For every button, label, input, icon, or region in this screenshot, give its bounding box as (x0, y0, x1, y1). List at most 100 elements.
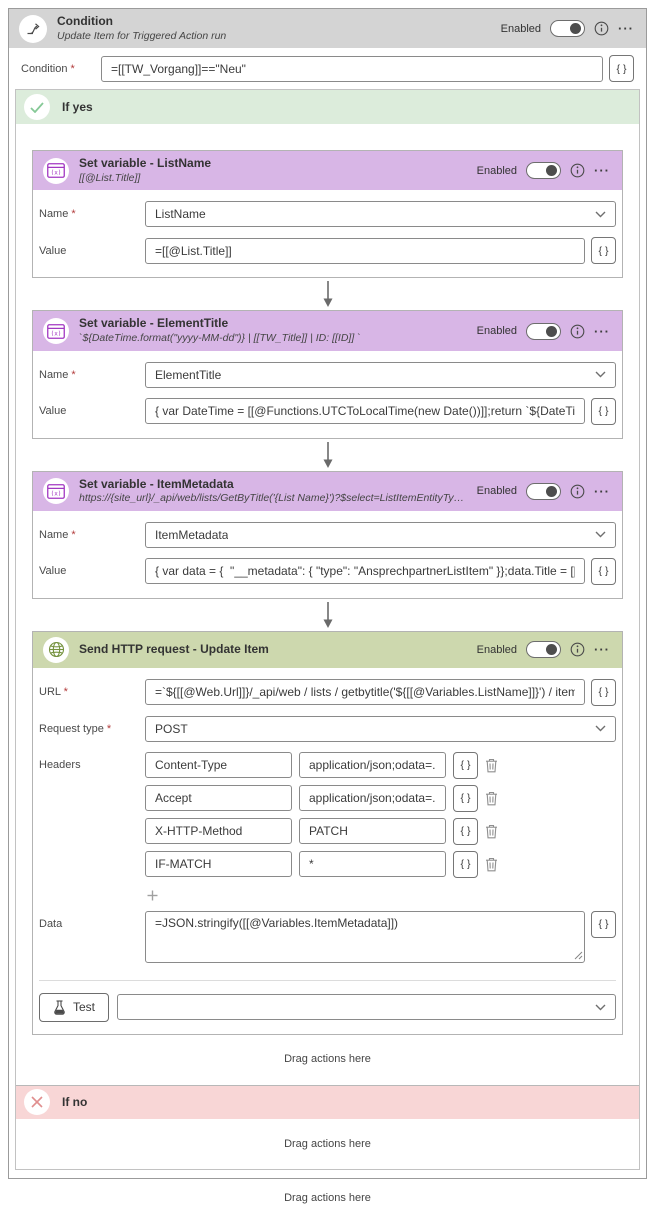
send-http-request-card: Send HTTP request - Update Item Enabled … (32, 631, 623, 1035)
drag-hint: Drag actions here (284, 1053, 371, 1065)
set-variable-header: (x) Set variable - ElementTitle `${DateT… (33, 311, 622, 350)
data-expression-button[interactable]: { } (591, 911, 616, 938)
condition-expression-button[interactable]: { } (609, 55, 634, 82)
chevron-down-icon (595, 211, 606, 218)
request-type-label: Request type * (39, 723, 139, 735)
value-label: Value (39, 405, 139, 417)
chevron-down-icon (595, 371, 606, 378)
header-row: { } (145, 785, 616, 812)
resize-handle[interactable] (574, 951, 583, 960)
request-type-dropdown[interactable]: POST (145, 716, 616, 742)
flow-arrow (32, 278, 623, 310)
if-no-drop-zone[interactable]: Drag actions here (16, 1119, 639, 1169)
url-expression-button[interactable]: { } (591, 679, 616, 706)
if-no-bar: If no (16, 1085, 639, 1119)
action-title: Set variable - ListName (79, 156, 467, 172)
data-row: Data =JSON.stringify([[@Variables.ItemMe… (39, 906, 616, 968)
header-value-input[interactable] (299, 818, 446, 844)
header-name-input[interactable] (145, 851, 292, 877)
condition-input[interactable] (101, 56, 603, 82)
flask-icon (53, 1000, 66, 1015)
value-label: Value (39, 245, 139, 257)
enabled-toggle[interactable] (526, 162, 561, 179)
add-header-button[interactable] (147, 890, 158, 901)
header-name-input[interactable] (145, 818, 292, 844)
value-expression-button[interactable]: { } (591, 398, 616, 425)
chevron-down-icon (595, 725, 606, 732)
set-variable-elementtitle-card: (x) Set variable - ElementTitle `${DateT… (32, 310, 623, 438)
enabled-label: Enabled (477, 644, 517, 656)
more-options-icon[interactable]: ··· (594, 164, 610, 177)
delete-header-icon[interactable] (485, 758, 498, 773)
test-button[interactable]: Test (39, 993, 109, 1022)
action-title: Set variable - ElementTitle (79, 316, 467, 332)
header-name-input[interactable] (145, 785, 292, 811)
value-label: Value (39, 565, 139, 577)
if-yes-drop-zone[interactable]: Drag actions here (32, 1035, 623, 1073)
enabled-label: Enabled (477, 485, 517, 497)
header-row: { } (145, 818, 616, 845)
variable-value-input[interactable] (145, 238, 585, 264)
enabled-toggle[interactable] (550, 20, 585, 37)
header-expression-button[interactable]: { } (453, 818, 478, 845)
header-expression-button[interactable]: { } (453, 752, 478, 779)
info-icon[interactable] (570, 324, 585, 339)
data-textarea[interactable]: =JSON.stringify([[@Variables.ItemMetadat… (145, 911, 585, 963)
condition-header: Condition Update Item for Triggered Acti… (9, 9, 646, 48)
set-variable-itemmetadata-card: (x) Set variable - ItemMetadata https://… (32, 471, 623, 599)
info-icon[interactable] (570, 163, 585, 178)
more-options-icon[interactable]: ··· (594, 643, 610, 656)
info-icon[interactable] (570, 642, 585, 657)
name-label: Name * (39, 208, 139, 220)
set-variable-icon: (x) (43, 318, 69, 344)
delete-header-icon[interactable] (485, 857, 498, 872)
name-label: Name * (39, 369, 139, 381)
more-options-icon[interactable]: ··· (594, 325, 610, 338)
value-expression-button[interactable]: { } (591, 237, 616, 264)
root-drop-zone[interactable]: Drag actions here (0, 1179, 655, 1217)
variable-value-input[interactable] (145, 398, 585, 424)
header-row: { } (145, 752, 616, 779)
info-icon[interactable] (594, 21, 609, 36)
url-input[interactable] (145, 679, 585, 705)
set-variable-icon: (x) (43, 478, 69, 504)
condition-action-card: Condition Update Item for Triggered Acti… (8, 8, 647, 1179)
header-row: { } (145, 851, 616, 878)
delete-header-icon[interactable] (485, 824, 498, 839)
header-value-input[interactable] (299, 851, 446, 877)
name-label: Name * (39, 529, 139, 541)
value-expression-button[interactable]: { } (591, 558, 616, 585)
name-row: Name * ItemMetadata (39, 517, 616, 553)
svg-text:(x): (x) (51, 330, 62, 337)
page-title: Condition (57, 14, 491, 30)
info-icon[interactable] (570, 484, 585, 499)
enabled-toggle[interactable] (526, 641, 561, 658)
chevron-down-icon (595, 531, 606, 538)
variable-name-dropdown[interactable]: ItemMetadata (145, 522, 616, 548)
variable-name-dropdown[interactable]: ElementTitle (145, 362, 616, 388)
set-variable-header: (x) Set variable - ListName [[@List.Titl… (33, 151, 622, 190)
more-options-icon[interactable]: ··· (618, 22, 634, 35)
if-no-label: If no (62, 1095, 87, 1109)
check-icon (24, 94, 50, 120)
header-value-input[interactable] (299, 752, 446, 778)
test-result-dropdown[interactable] (117, 994, 616, 1020)
value-row: Value { } (39, 553, 616, 590)
enabled-toggle[interactable] (526, 323, 561, 340)
more-options-icon[interactable]: ··· (594, 485, 610, 498)
header-value-input[interactable] (299, 785, 446, 811)
condition-field-row: Condition * { } (9, 48, 646, 89)
variable-name-dropdown[interactable]: ListName (145, 201, 616, 227)
drag-hint: Drag actions here (284, 1138, 371, 1150)
if-yes-label: If yes (62, 100, 93, 114)
cross-icon (24, 1089, 50, 1115)
url-label: URL * (39, 686, 139, 698)
header-name-input[interactable] (145, 752, 292, 778)
action-title: Set variable - ItemMetadata (79, 477, 467, 493)
variable-value-input[interactable] (145, 558, 585, 584)
enabled-toggle[interactable] (526, 483, 561, 500)
header-expression-button[interactable]: { } (453, 785, 478, 812)
delete-header-icon[interactable] (485, 791, 498, 806)
value-row: Value { } (39, 393, 616, 430)
header-expression-button[interactable]: { } (453, 851, 478, 878)
